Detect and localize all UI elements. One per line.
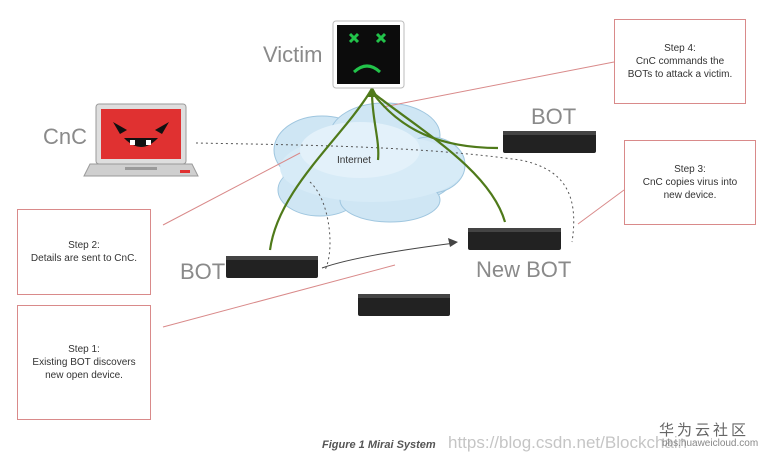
step3-line2: new device. — [663, 190, 717, 201]
figure-caption: Figure 1 Mirai System — [322, 439, 436, 451]
step4-box: Step 4: CnC commands the BOTs to attack … — [614, 19, 746, 104]
step1-line1: Existing BOT discovers — [32, 357, 136, 368]
step1-line2: new open device. — [45, 370, 123, 381]
csdn-watermark: https://blog.csdn.net/Blockchain — [448, 433, 688, 452]
step3-box: Step 3: CnC copies virus into new device… — [624, 140, 756, 225]
huaweicloud-watermark: 华为云社区 — [659, 421, 750, 439]
step4-line1: CnC commands the — [635, 56, 725, 67]
new-bot-label: New BOT — [476, 257, 572, 282]
dead-face-icon — [348, 32, 387, 74]
bot-device-bottom — [358, 294, 450, 316]
bot-device-left — [226, 256, 318, 278]
internet-label: Internet — [337, 155, 371, 166]
cnc-laptop — [83, 103, 199, 177]
huaweicloud-url: bbs.huaweicloud.com — [662, 438, 759, 449]
cnc-label: CnC — [43, 124, 88, 149]
step4-line2: BOTs to attack a victim. — [627, 69, 733, 80]
step-connectors — [162, 61, 625, 328]
evil-face-icon — [113, 122, 169, 147]
bot-device-top — [503, 131, 596, 153]
attack-lines — [268, 91, 507, 251]
victim-arrowhead — [366, 86, 378, 97]
bot-top-label: BOT — [531, 104, 577, 129]
step3-line1: CnC copies virus into — [642, 177, 738, 188]
dashed-links — [195, 142, 575, 271]
bot-left-label: BOT — [180, 259, 226, 284]
new-bot-device — [468, 228, 561, 250]
step2-line1: Details are sent to CnC. — [30, 253, 138, 264]
step1-title: Step 1: — [68, 344, 100, 355]
internet-cloud — [273, 102, 466, 223]
step2-box: Step 2: Details are sent to CnC. — [17, 209, 151, 295]
infection-arrow — [321, 238, 458, 269]
step4-title: Step 4: — [664, 43, 696, 54]
victim-monitor — [332, 20, 405, 89]
step3-title: Step 3: — [674, 164, 706, 175]
step2-title: Step 2: — [68, 240, 100, 251]
step1-box: Step 1: Existing BOT discovers new open … — [17, 305, 151, 420]
victim-label: Victim — [263, 42, 323, 67]
